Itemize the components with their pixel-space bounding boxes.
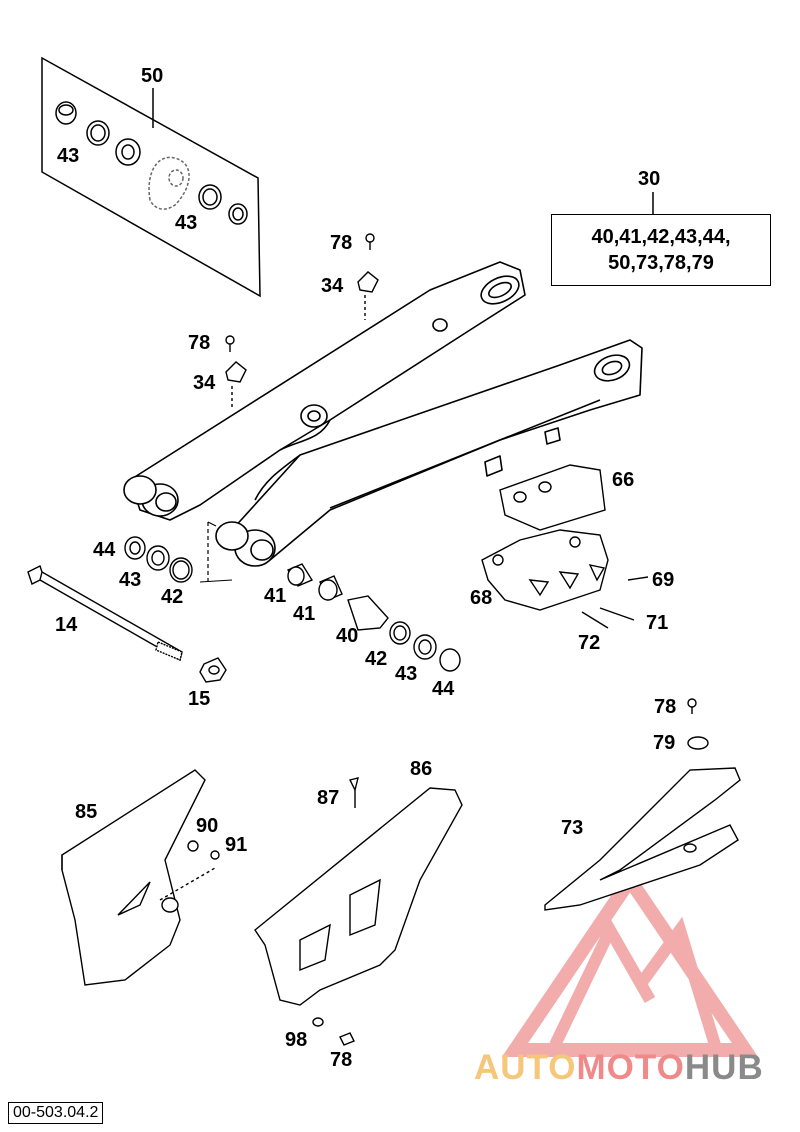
- callout-87: 87: [317, 787, 340, 809]
- callout-40: 40: [336, 625, 359, 647]
- callout-78: 78: [330, 1049, 353, 1071]
- chain-guard-left: [61, 769, 220, 986]
- callout-72: 72: [578, 632, 601, 654]
- callout-69: 69: [652, 569, 675, 591]
- bearing-kit-panel: [41, 56, 261, 298]
- callout-71: 71: [646, 612, 669, 634]
- callout-85: 85: [75, 801, 98, 823]
- callout-34: 34: [193, 372, 216, 394]
- kit-contents-line1: 40,41,42,43,44,: [591, 226, 731, 248]
- callout-41: 41: [293, 603, 316, 625]
- callout-86: 86: [410, 758, 433, 780]
- watermark-text: AUTOMOTOHUB: [474, 1050, 764, 1085]
- callout-78: 78: [654, 696, 677, 718]
- callout-50: 50: [141, 65, 164, 87]
- callout-68: 68: [470, 587, 493, 609]
- callout-44: 44: [93, 539, 116, 561]
- callout-14: 14: [55, 614, 78, 636]
- callout-73: 73: [561, 817, 584, 839]
- chain-guard-center: [254, 777, 463, 1046]
- callout-79: 79: [653, 732, 676, 754]
- callout-34: 34: [321, 275, 344, 297]
- callout-98: 98: [285, 1029, 308, 1051]
- callout-41: 41: [264, 585, 287, 607]
- swingarm: [123, 261, 643, 567]
- callout-91: 91: [225, 834, 248, 856]
- callout-43: 43: [119, 569, 142, 591]
- leader-lines: [199, 521, 233, 583]
- kit-contents-box: 40,41,42,43,44, 50,73,78,79: [551, 214, 771, 286]
- callout-42: 42: [161, 586, 184, 608]
- watermark-part-moto: MOTO: [576, 1048, 685, 1087]
- callout-90: 90: [196, 815, 219, 837]
- callout-15: 15: [188, 688, 211, 710]
- pivot-axle: [27, 565, 227, 683]
- callout-43: 43: [175, 212, 198, 234]
- kit-contents-line2: 50,73,78,79: [608, 252, 714, 274]
- callout-78: 78: [330, 232, 353, 254]
- callout-43: 43: [395, 663, 418, 685]
- callout-44: 44: [432, 678, 455, 700]
- watermark-part-auto: AUTO: [474, 1048, 577, 1087]
- pivot-bearings-right: [286, 563, 461, 672]
- callout-66: 66: [612, 469, 635, 491]
- callout-30: 30: [638, 168, 661, 190]
- chain-guide-parts: [481, 464, 649, 629]
- callout-43: 43: [57, 145, 80, 167]
- pivot-bearings-left: [124, 536, 193, 583]
- watermark-part-hub: HUB: [684, 1048, 764, 1087]
- chain-slider: [544, 698, 741, 911]
- callout-78: 78: [188, 332, 211, 354]
- watermark-logo: [501, 867, 759, 1057]
- document-reference: 00-503.04.2: [8, 1102, 104, 1124]
- screw-and-clip-upper: [225, 233, 379, 410]
- callout-42: 42: [365, 648, 388, 670]
